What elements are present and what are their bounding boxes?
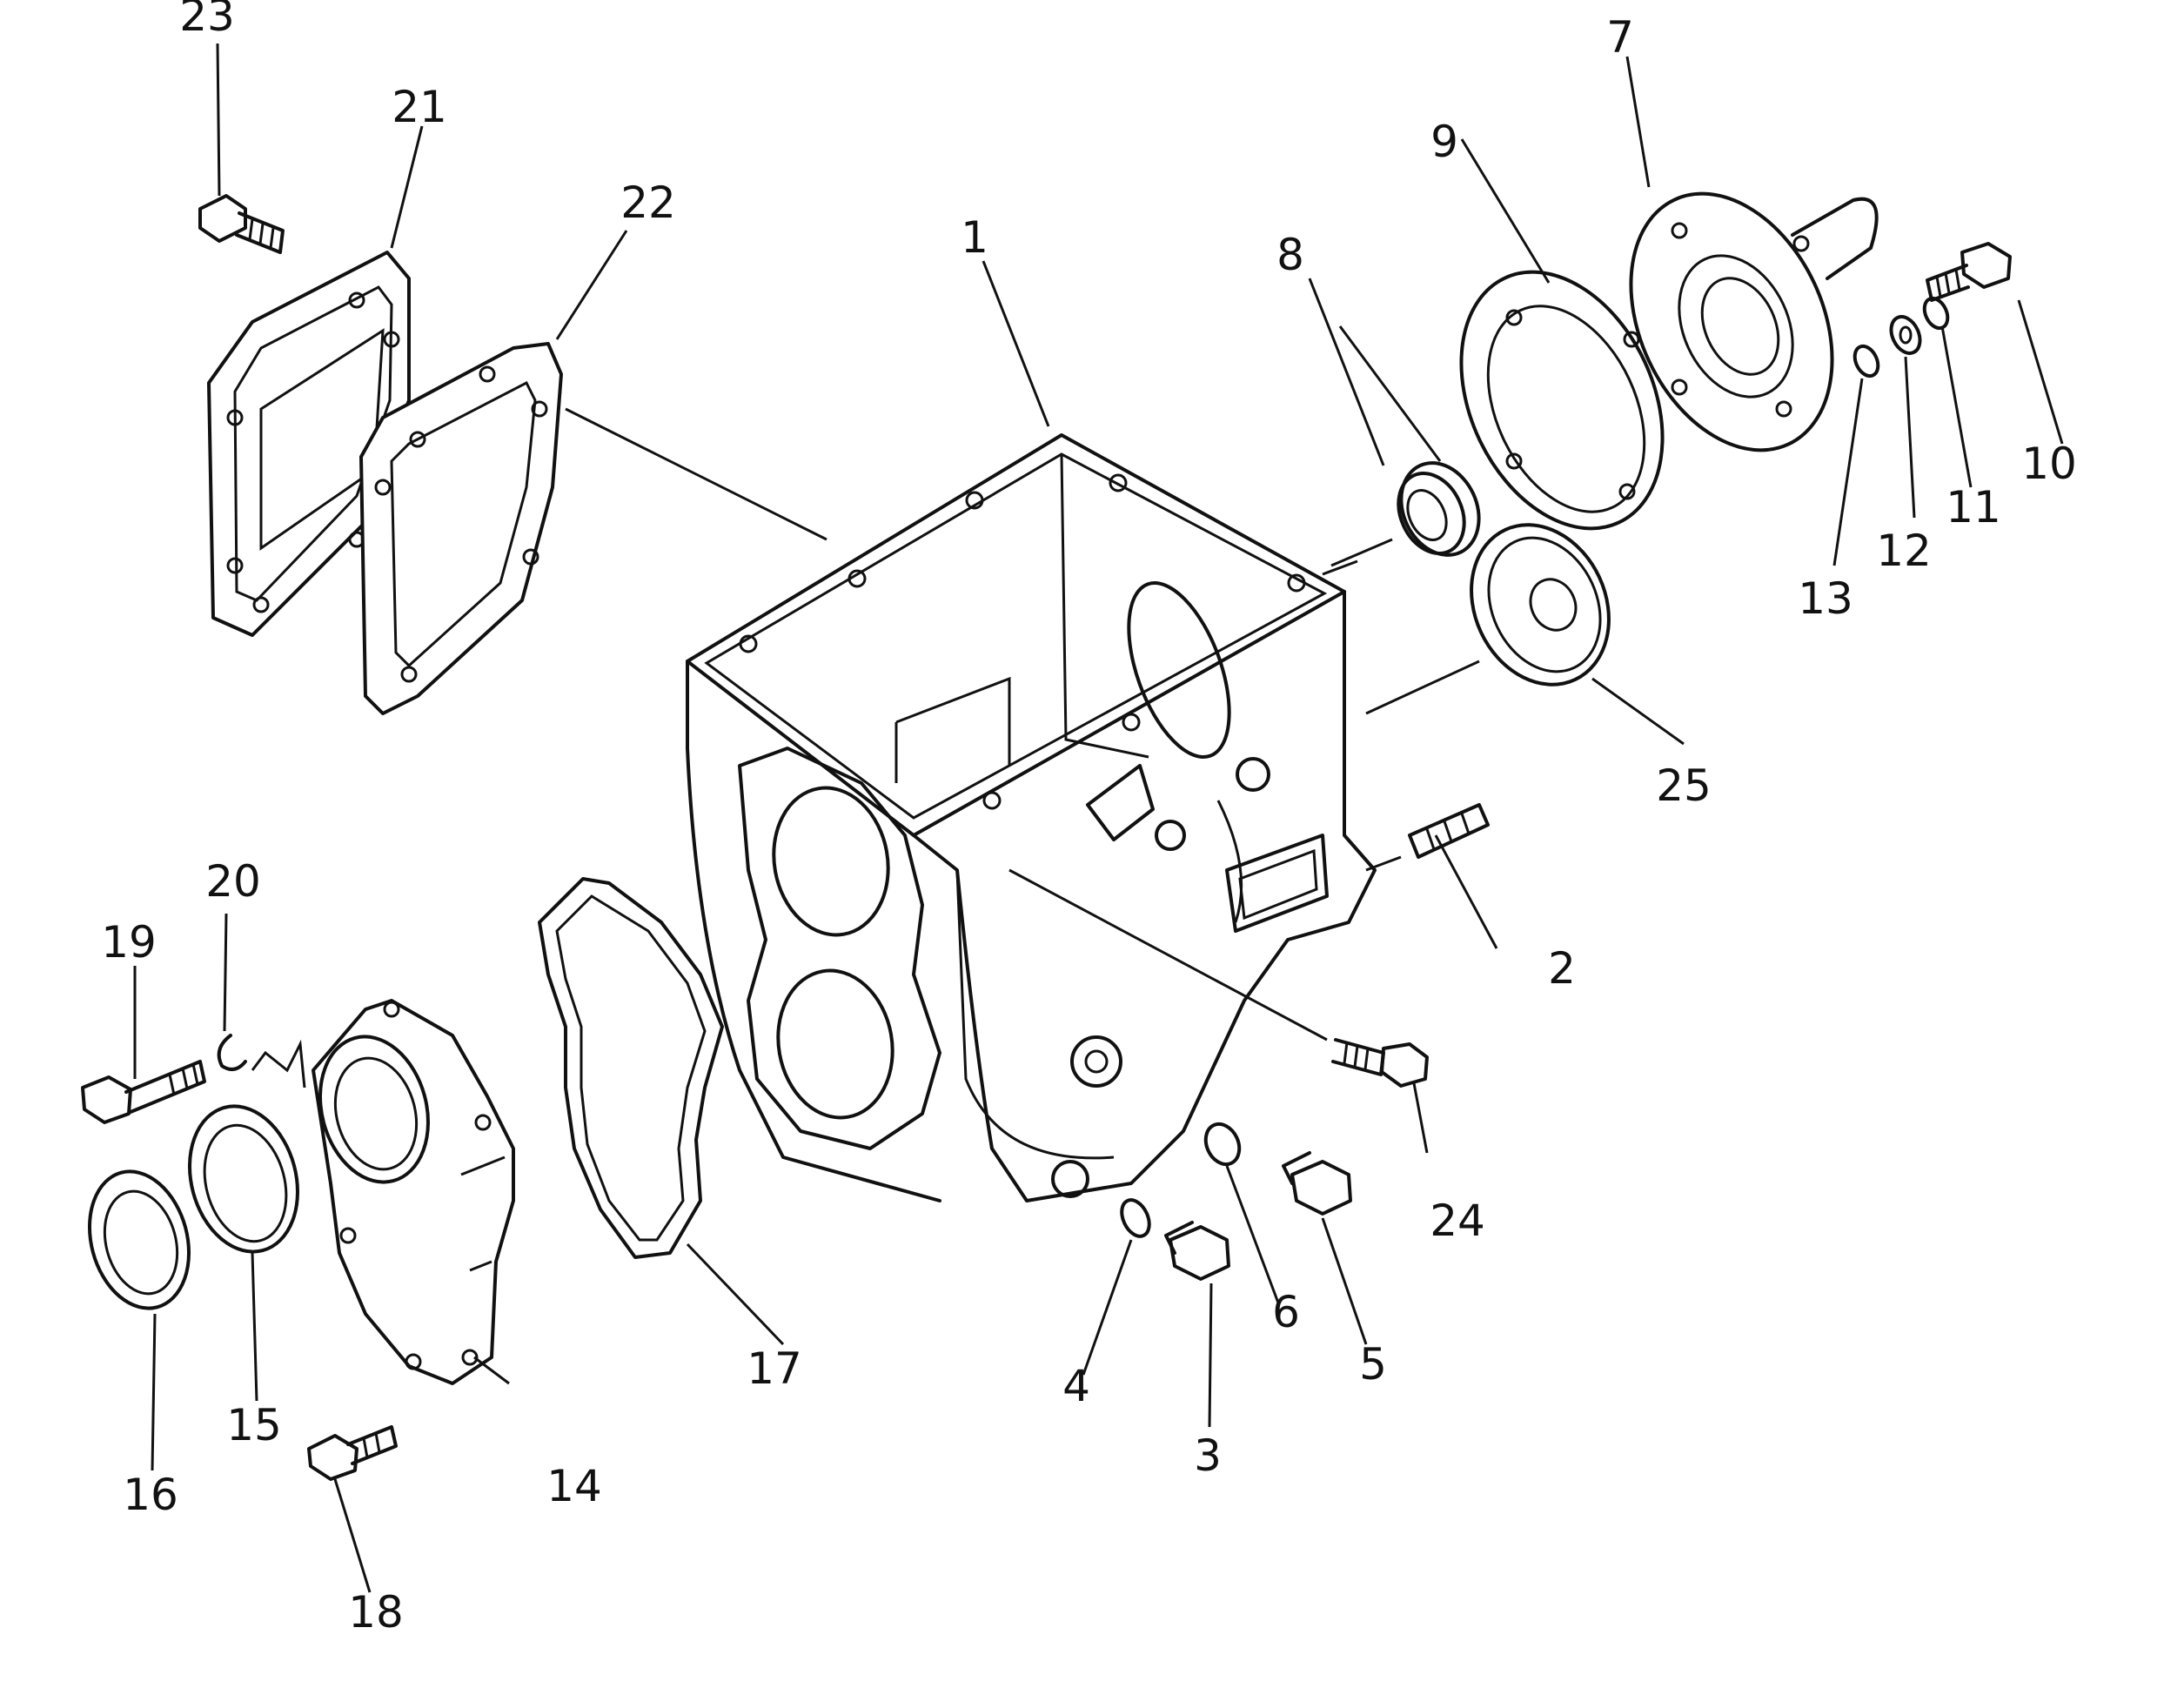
- snap-ring-11: [1922, 296, 1950, 331]
- plug-3: [1164, 1221, 1230, 1281]
- flange-gasket-9: [1459, 270, 1665, 531]
- bolt-19: [81, 1060, 206, 1124]
- callout-22: 22: [620, 177, 676, 228]
- callout-6: 6: [1272, 1287, 1300, 1337]
- callout-labels: 1 2 3 4 5 6 7 8 9 10 11 12 13 14 15 16 1…: [101, 0, 2077, 1638]
- callout-21: 21: [392, 82, 447, 132]
- washer-20: [217, 1034, 247, 1071]
- seal-15: [188, 1104, 299, 1254]
- leader-lines: [133, 43, 2064, 1593]
- callout-5: 5: [1359, 1339, 1387, 1390]
- washer-12: [1889, 315, 1922, 355]
- seal-16: [87, 1169, 191, 1310]
- callout-17: 17: [747, 1343, 802, 1394]
- cover-plate: [207, 251, 411, 637]
- gasket-17: [538, 877, 724, 1259]
- callout-9: 9: [1430, 117, 1458, 167]
- callout-25: 25: [1656, 760, 1712, 811]
- callout-11: 11: [1946, 482, 2001, 532]
- o-ring-13: [1852, 344, 1880, 378]
- cover-gasket: [359, 342, 563, 715]
- callout-10: 10: [2021, 439, 2077, 489]
- callout-24: 24: [1430, 1196, 1485, 1246]
- callout-15: 15: [226, 1400, 282, 1450]
- callout-4: 4: [1062, 1361, 1090, 1411]
- cap-25: [1470, 523, 1611, 687]
- o-ring-6: [1203, 1122, 1242, 1167]
- callout-13: 13: [1798, 573, 1853, 624]
- callout-16: 16: [123, 1470, 178, 1520]
- callout-20: 20: [205, 856, 261, 907]
- callout-14: 14: [546, 1461, 602, 1511]
- bolt-18: [307, 1425, 398, 1481]
- bolt-24: [1331, 1038, 1429, 1088]
- callout-2: 2: [1548, 943, 1576, 994]
- callout-1: 1: [961, 212, 988, 263]
- callout-18: 18: [348, 1587, 404, 1638]
- bearing-8: [1397, 461, 1481, 557]
- callout-7: 7: [1606, 12, 1634, 63]
- callout-3: 3: [1194, 1430, 1222, 1481]
- rear-cover-14: [312, 999, 515, 1385]
- callout-8: 8: [1276, 230, 1304, 280]
- bolt-23: [198, 194, 285, 254]
- plug-5: [1282, 1151, 1352, 1216]
- flange-housing-7: [1629, 191, 1879, 452]
- bolt-10: [1926, 242, 2012, 302]
- o-ring-4: [1120, 1198, 1151, 1238]
- stud-2: [1408, 803, 1490, 859]
- callout-23: 23: [179, 0, 235, 41]
- transmission-case: [686, 433, 1377, 1202]
- callout-19: 19: [101, 917, 157, 968]
- callout-12: 12: [1876, 526, 1932, 576]
